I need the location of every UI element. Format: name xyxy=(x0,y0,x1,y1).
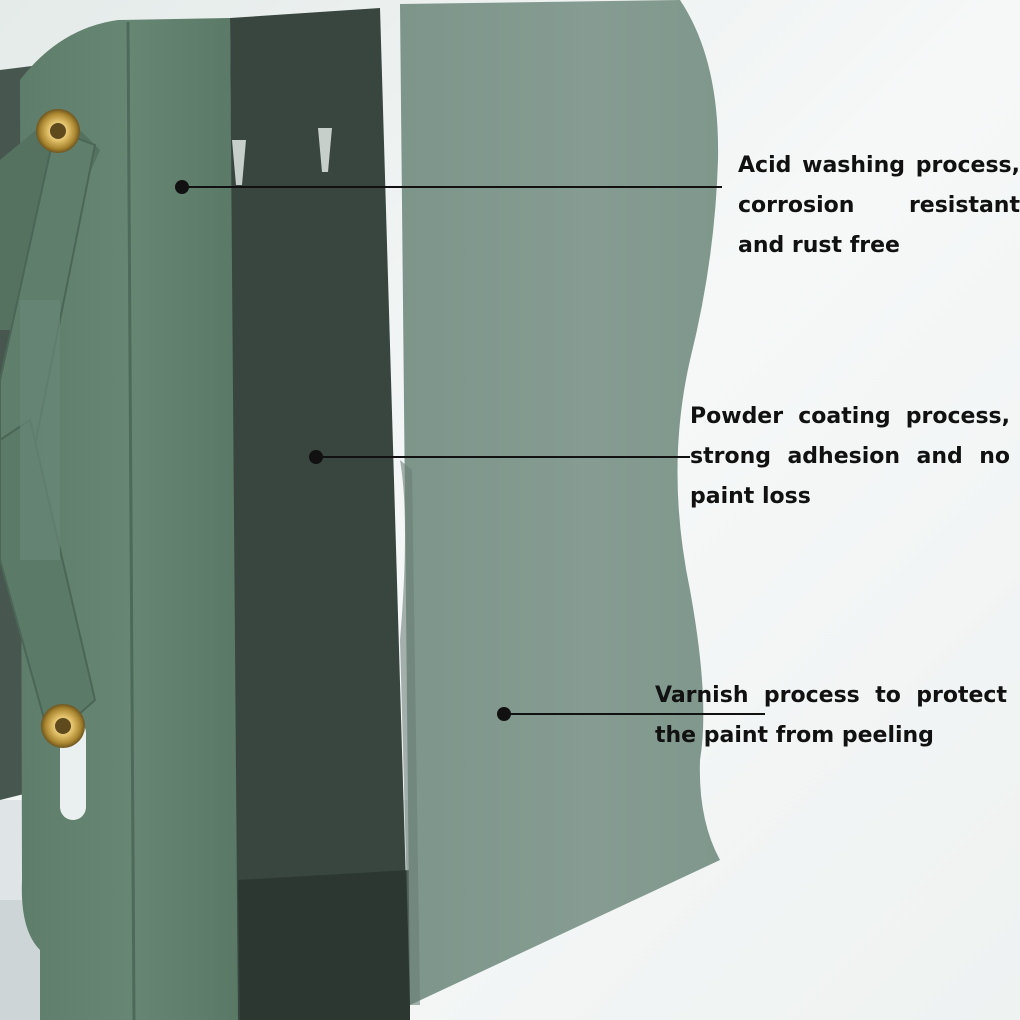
leader-dot-1 xyxy=(175,180,189,194)
sage-panel xyxy=(400,0,720,1005)
plate-hook-right xyxy=(318,128,332,172)
sage-panel-shadow xyxy=(400,460,420,1005)
dark-plate-lower xyxy=(238,870,410,1020)
rivet-top-hole xyxy=(50,123,66,139)
leader-dot-2 xyxy=(309,450,323,464)
leader-dot-3 xyxy=(497,707,511,721)
callout-leaders xyxy=(175,180,765,721)
callout-powder-coating: Powder coating process, strong adhesion … xyxy=(690,404,1010,509)
bracket-edge xyxy=(126,21,136,1020)
plate-hook-left xyxy=(232,140,246,185)
callout-acid-washing: Acid washing process, corrosion resistan… xyxy=(738,153,1020,258)
dark-middle-plate xyxy=(230,8,410,1020)
rivet-bottom-hole xyxy=(55,718,71,734)
scissor-arms xyxy=(0,110,100,742)
callout-varnish: Varnish process to protect the paint fro… xyxy=(655,683,1007,748)
